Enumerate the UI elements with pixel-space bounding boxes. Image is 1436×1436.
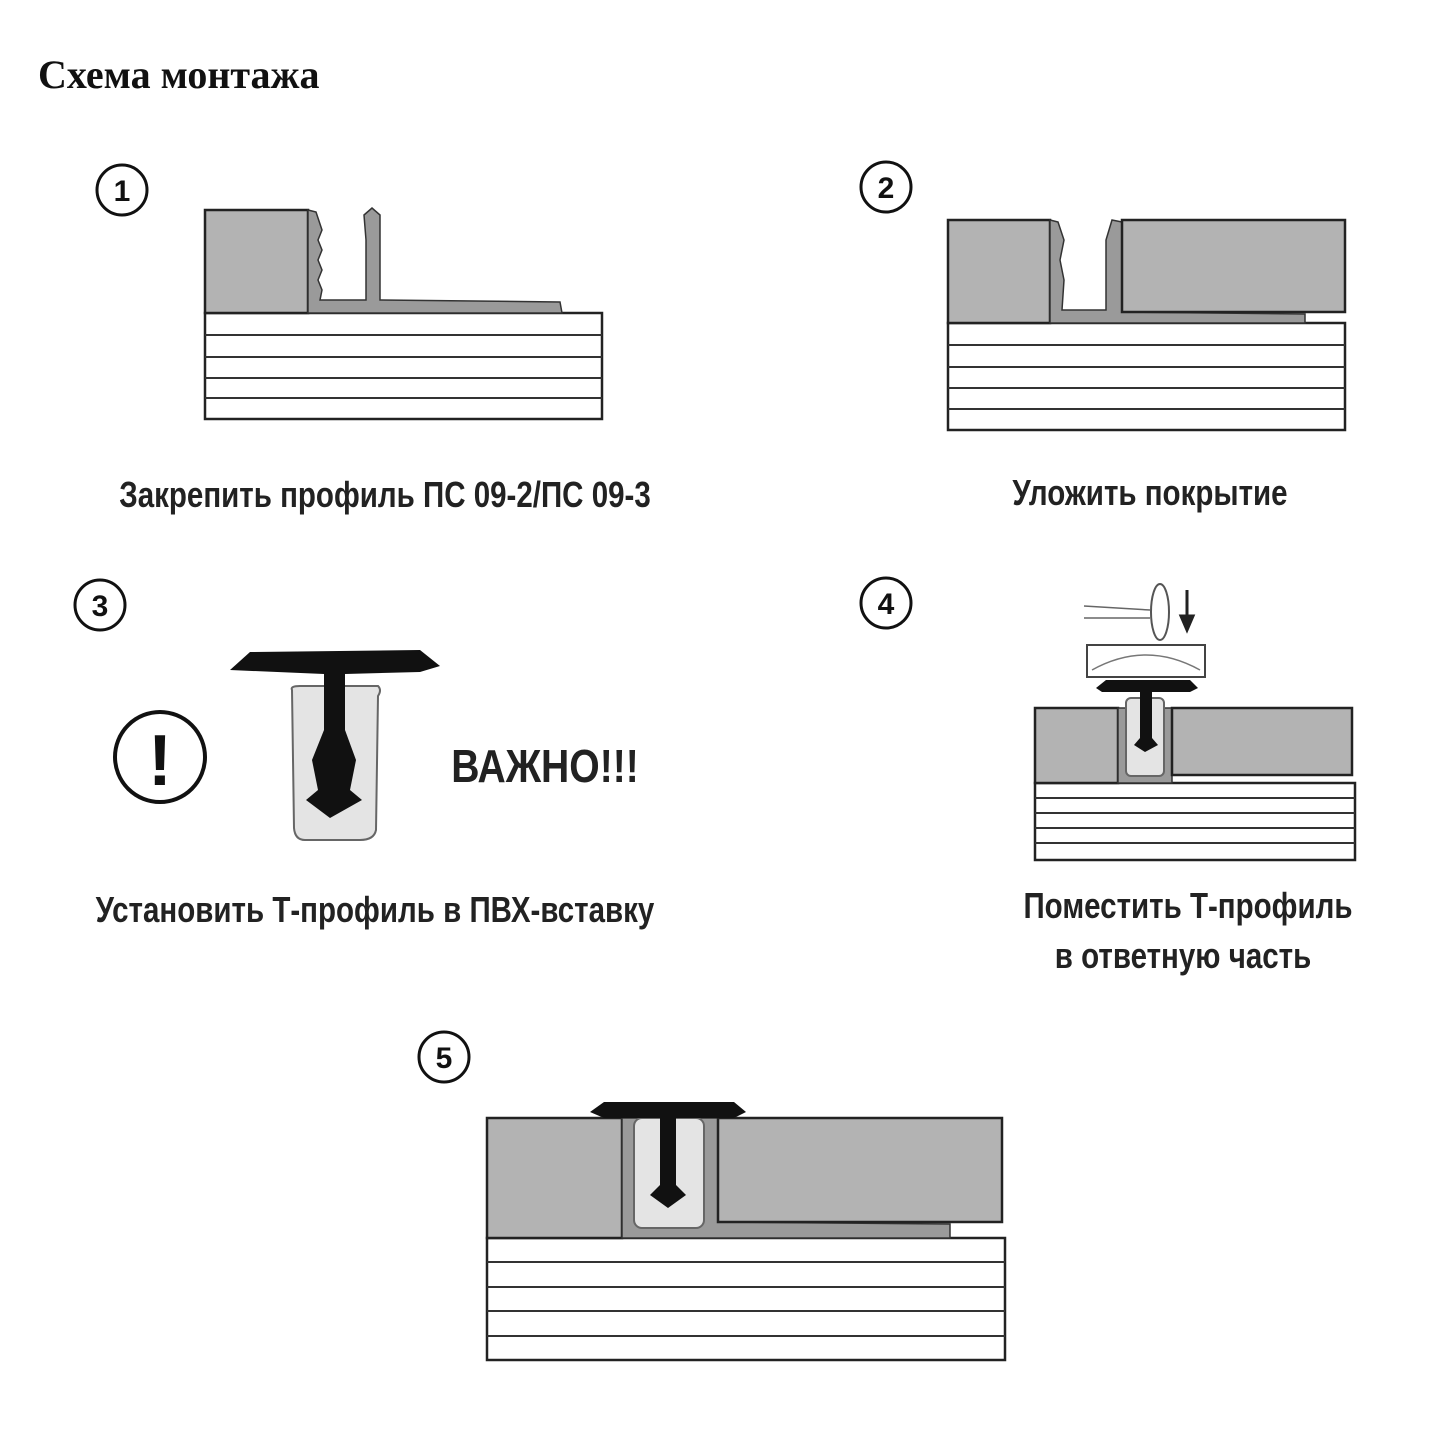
step-2: 2 Уложить покрытие	[859, 160, 1347, 513]
step-number: 2	[878, 172, 895, 205]
step-3: 3 ! ВАЖНО!!! Установить Т-профиль в ПВХ-…	[73, 578, 655, 930]
step-caption-line1: Поместить Т-профиль	[1023, 885, 1352, 925]
step-caption: Уложить покрытие	[1012, 472, 1287, 512]
step-5: 5	[417, 1030, 1007, 1362]
step-number: 3	[92, 590, 109, 623]
step-4: 4 Поместить Т-профиль в ответную часть	[859, 576, 1357, 976]
t-profile	[230, 650, 440, 818]
floor-boards	[485, 1236, 1007, 1362]
step-number: 4	[878, 588, 895, 621]
floor-covering-right	[1120, 218, 1347, 314]
step-number: 1	[114, 175, 131, 208]
warning-label: ВАЖНО!!!	[451, 741, 639, 793]
hammer-icon	[1083, 583, 1170, 641]
step-caption-line2: в ответную часть	[1055, 935, 1311, 975]
step-number-circle	[417, 1030, 471, 1084]
wooden-block	[1086, 644, 1206, 678]
floor-covering-right	[716, 1116, 1004, 1224]
step-number: 5	[436, 1042, 453, 1075]
floor-boards	[946, 321, 1347, 432]
floor-covering-right	[1170, 706, 1354, 777]
floor-covering-block	[203, 208, 310, 315]
floor-covering-left	[946, 218, 1052, 325]
page-title: Схема монтажа	[38, 52, 320, 97]
floor-boards	[1033, 781, 1357, 862]
step-number-circle	[73, 578, 127, 632]
step-number-circle	[95, 163, 149, 217]
warning-icon	[113, 710, 207, 804]
step-caption: Установить Т-профиль в ПВХ-вставку	[96, 889, 655, 929]
ps-profile	[307, 207, 563, 314]
arrow-down-icon	[1178, 590, 1196, 634]
floor-covering-left	[1033, 706, 1120, 785]
exclamation-mark: !	[148, 721, 172, 801]
ps-profile	[1049, 219, 1306, 324]
step-1: 1 Закрепить профиль ПС 09-2/ПС 09-3	[95, 163, 651, 515]
step-number-circle	[859, 576, 913, 630]
step-caption: Закрепить профиль ПС 09-2/ПС 09-3	[119, 474, 651, 514]
t-profile	[590, 1102, 746, 1208]
floor-covering-left	[485, 1116, 624, 1240]
t-profile	[1096, 680, 1198, 752]
step-number-circle	[859, 160, 913, 214]
floor-boards	[203, 311, 604, 421]
